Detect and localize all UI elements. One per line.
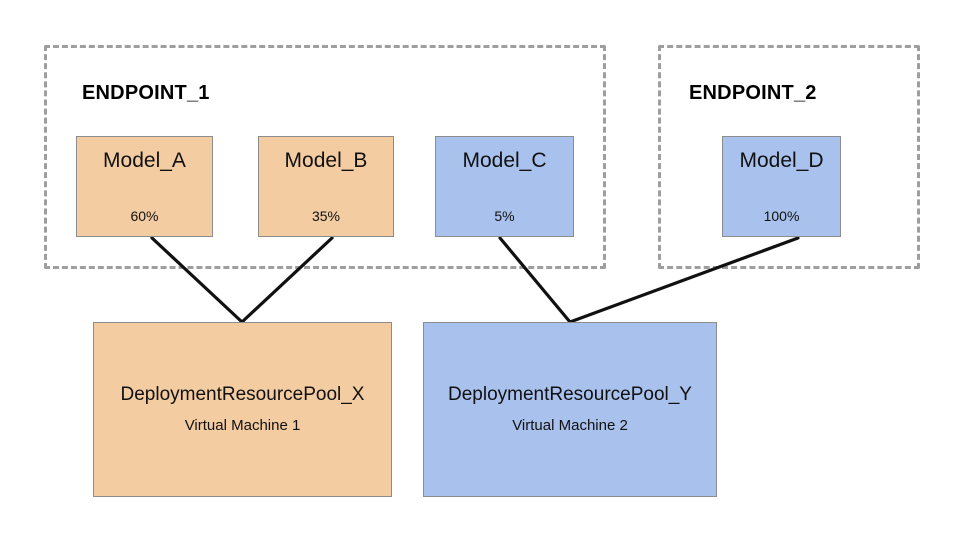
- endpoint-label-1: ENDPOINT_1: [82, 82, 210, 104]
- model-box-d[interactable]: Model_D 100%: [722, 136, 841, 237]
- pool-subtitle-y: Virtual Machine 2: [512, 416, 628, 434]
- endpoint-label-2: ENDPOINT_2: [689, 82, 817, 104]
- model-name-b: Model_B: [284, 149, 368, 172]
- pool-title-x: DeploymentResourcePool_X: [120, 384, 365, 406]
- model-name-a: Model_A: [103, 149, 186, 172]
- model-traffic-split-d: 100%: [763, 208, 800, 224]
- deployment-resource-pool-y[interactable]: DeploymentResourcePool_Y Virtual Machine…: [423, 322, 717, 497]
- pool-subtitle-x: Virtual Machine 1: [184, 416, 301, 434]
- deployment-resource-pool-x[interactable]: DeploymentResourcePool_X Virtual Machine…: [93, 322, 392, 497]
- model-box-b[interactable]: Model_B 35%: [258, 136, 394, 237]
- pool-title-y: DeploymentResourcePool_Y: [448, 384, 692, 406]
- model-box-a[interactable]: Model_A 60%: [76, 136, 213, 237]
- model-name-d: Model_D: [739, 149, 824, 172]
- model-name-c: Model_C: [462, 149, 547, 172]
- model-traffic-split-c: 5%: [494, 208, 515, 224]
- model-traffic-split-a: 60%: [130, 208, 159, 224]
- model-traffic-split-b: 35%: [311, 208, 341, 224]
- model-box-c[interactable]: Model_C 5%: [435, 136, 574, 237]
